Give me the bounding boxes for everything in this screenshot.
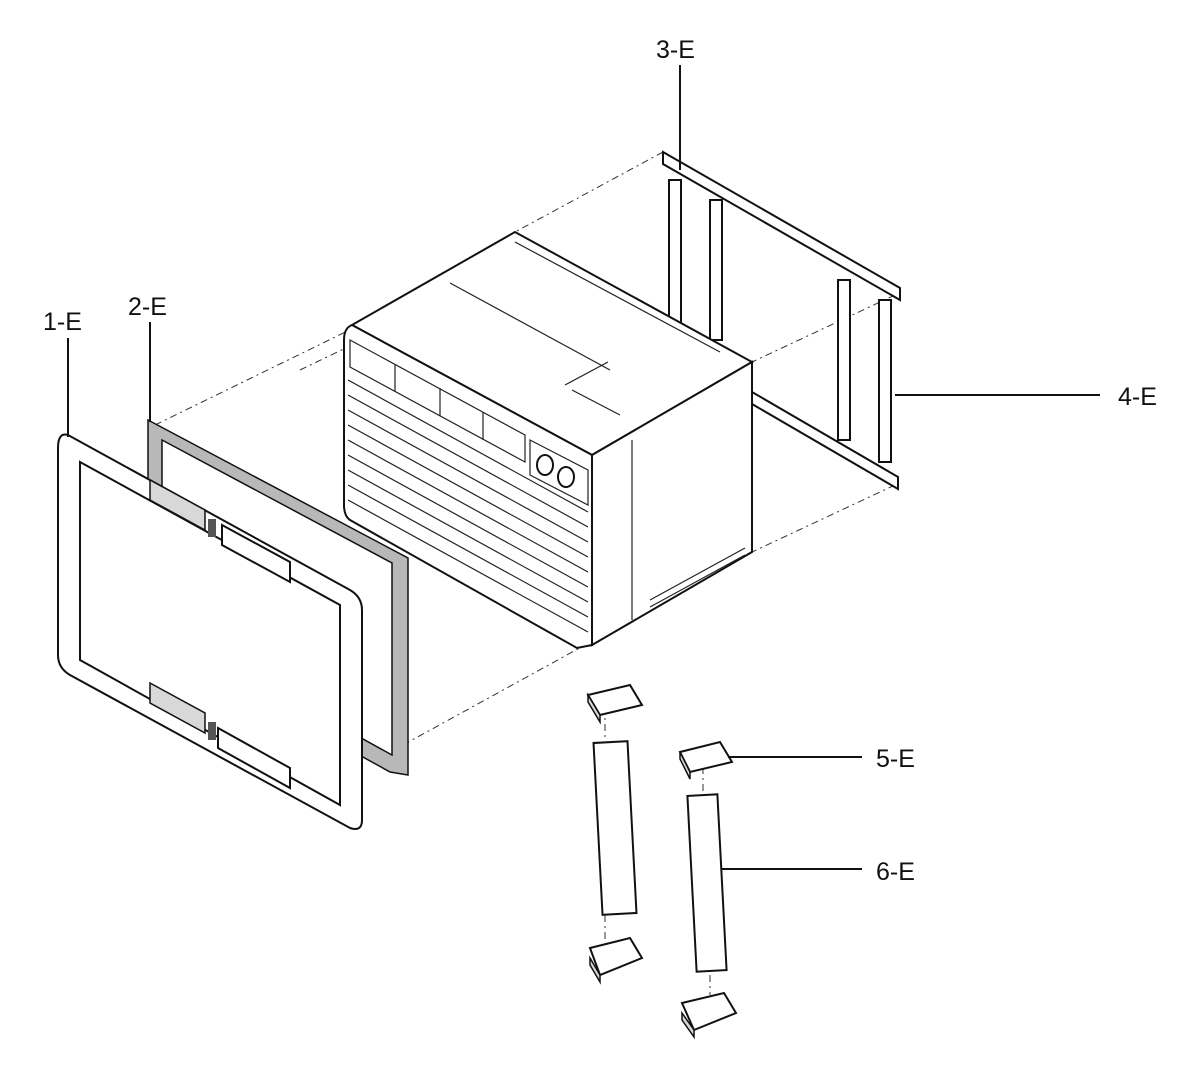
trim-connector-bottom-right — [217, 726, 291, 790]
label-part-2: 2-E — [128, 293, 167, 321]
side-support-left — [586, 683, 644, 985]
assembly-guide-lines — [154, 151, 896, 995]
label-part-5: 5-E — [876, 745, 915, 773]
front-trim-frame — [57, 433, 363, 830]
air-conditioner-unit — [343, 230, 755, 650]
label-part-3: 3-E — [656, 36, 695, 64]
control-knob-left — [536, 454, 554, 476]
control-knob-right — [557, 466, 575, 488]
side-support-right — [678, 740, 738, 1040]
trim-connector-bottom-left — [149, 681, 206, 735]
front-grille — [347, 379, 589, 633]
label-part-1: 1-E — [43, 308, 82, 336]
side-curtain-frame — [662, 150, 901, 491]
trim-connector-top-right — [221, 523, 291, 584]
leader-lines — [67, 65, 1100, 870]
label-part-4: 4-E — [1118, 383, 1157, 411]
label-part-6: 6-E — [876, 858, 915, 886]
support-channel — [686, 793, 728, 973]
trim-connector-top-left — [149, 478, 206, 532]
